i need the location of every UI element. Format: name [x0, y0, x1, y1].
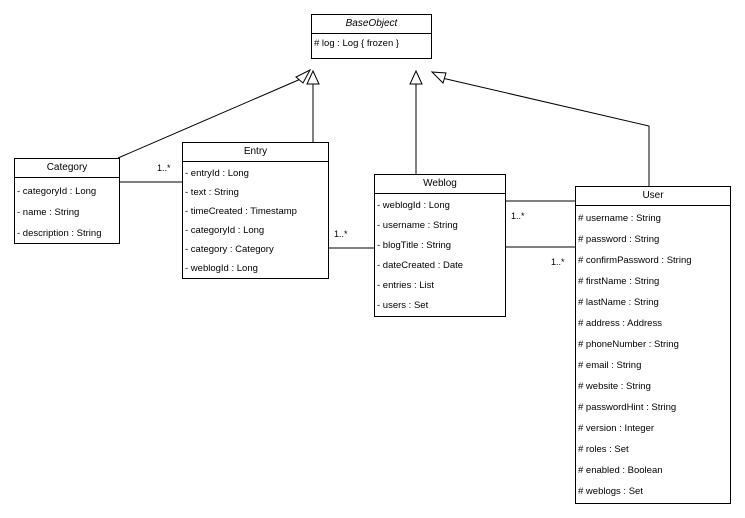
multiplicity-category-entry: 1..*: [157, 163, 171, 173]
attribute: - name : String: [17, 207, 80, 218]
attribute: # enabled : Boolean: [578, 465, 663, 476]
attribute-list: - categoryId : Long - name : String - de…: [15, 178, 119, 246]
class-name: Weblog: [375, 175, 505, 194]
attribute: - blogTitle : String: [377, 240, 452, 251]
attribute: - categoryId : Long: [17, 186, 97, 197]
attribute: - timeCreated : Timestamp: [185, 206, 297, 217]
class-user[interactable]: User # username : String # password : St…: [575, 186, 731, 504]
category-generalization-arrowhead: [295, 68, 312, 84]
attribute-list: - entryId : Long - text : String - timeC…: [183, 162, 328, 280]
attribute: # version : Integer: [578, 423, 655, 434]
class-name: Entry: [183, 143, 328, 162]
attribute: # firstName : String: [578, 276, 660, 287]
multiplicity-entry-weblog: 1..*: [334, 229, 348, 239]
attribute: - text : String: [185, 187, 239, 198]
class-category[interactable]: Category - categoryId : Long - name : St…: [14, 158, 120, 244]
attribute: # phoneNumber : String: [578, 339, 679, 350]
attribute: # email : String: [578, 360, 642, 371]
entry-generalization-arrowhead: [306, 69, 320, 85]
attribute: - categoryId : Long: [185, 225, 265, 236]
attribute: - entries : List: [377, 280, 435, 291]
multiplicity-weblog-user-bottom: 1..*: [551, 257, 565, 267]
attribute-list: - weblogId : Long - username : String - …: [375, 194, 505, 318]
attribute: - weblogId : Long: [377, 200, 450, 211]
attribute: - weblogId : Long: [185, 263, 258, 274]
attribute: # weblogs : Set: [578, 486, 643, 497]
attribute: - dateCreated : Date: [377, 260, 464, 271]
class-entry[interactable]: Entry - entryId : Long - text : String -…: [182, 142, 329, 279]
attribute: - users : Set: [377, 300, 429, 311]
attribute: # address : Address: [578, 318, 662, 329]
attribute: - category : Category: [185, 244, 274, 255]
attribute-list: # username : String # password : String …: [576, 206, 730, 504]
user-generalization-arrowhead: [430, 71, 447, 84]
user-generalization-line: [441, 77, 650, 186]
attribute: - description : String: [17, 228, 102, 239]
attribute: - entryId : Long: [185, 168, 249, 179]
attribute: # website : String: [578, 381, 651, 392]
attribute: # log : Log { frozen }: [314, 38, 400, 49]
class-base-object[interactable]: BaseObject # log : Log { frozen }: [311, 14, 432, 59]
attribute: # roles : Set: [578, 444, 629, 455]
class-name: BaseObject: [312, 15, 431, 34]
attribute: - username : String: [377, 220, 458, 231]
class-weblog[interactable]: Weblog - weblogId : Long - username : St…: [374, 174, 506, 317]
class-name: Category: [15, 159, 119, 178]
multiplicity-weblog-user-top: 1..*: [511, 211, 525, 221]
class-name: User: [576, 187, 730, 206]
attribute: # lastName : String: [578, 297, 659, 308]
weblog-generalization-arrowhead: [409, 69, 423, 85]
attribute: # confirmPassword : String: [578, 255, 692, 266]
attribute-list: # log : Log { frozen }: [312, 34, 431, 54]
attribute: # password : String: [578, 234, 660, 245]
category-generalization-line: [117, 77, 304, 159]
attribute: # username : String: [578, 213, 661, 224]
attribute: # passwordHint : String: [578, 402, 677, 413]
